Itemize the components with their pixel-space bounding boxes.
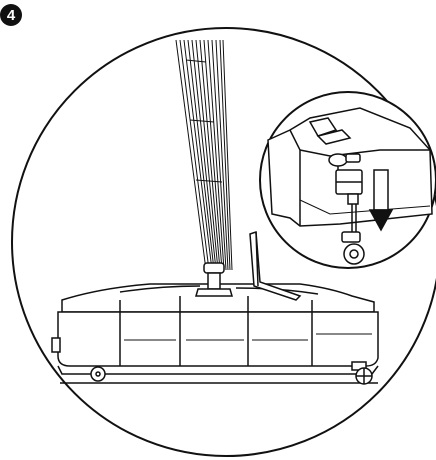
umbrella-pole <box>176 40 232 270</box>
inset-caster-mechanism <box>336 170 364 264</box>
base-top <box>62 284 374 312</box>
step-number: 4 <box>6 6 16 24</box>
base-body <box>52 296 378 374</box>
inset-latch <box>310 118 350 144</box>
right-wheel <box>352 362 372 384</box>
detail-inset <box>260 92 436 268</box>
pole-clamp-knob <box>196 263 232 296</box>
inset-lock-knob <box>329 154 360 178</box>
left-wheel <box>91 367 105 381</box>
push-down-arrow <box>370 170 392 230</box>
support-bracket <box>250 232 300 300</box>
inset-base-body <box>268 108 432 226</box>
step-number-badge: 4 <box>0 4 22 26</box>
illustration-frame-circle <box>12 28 436 456</box>
